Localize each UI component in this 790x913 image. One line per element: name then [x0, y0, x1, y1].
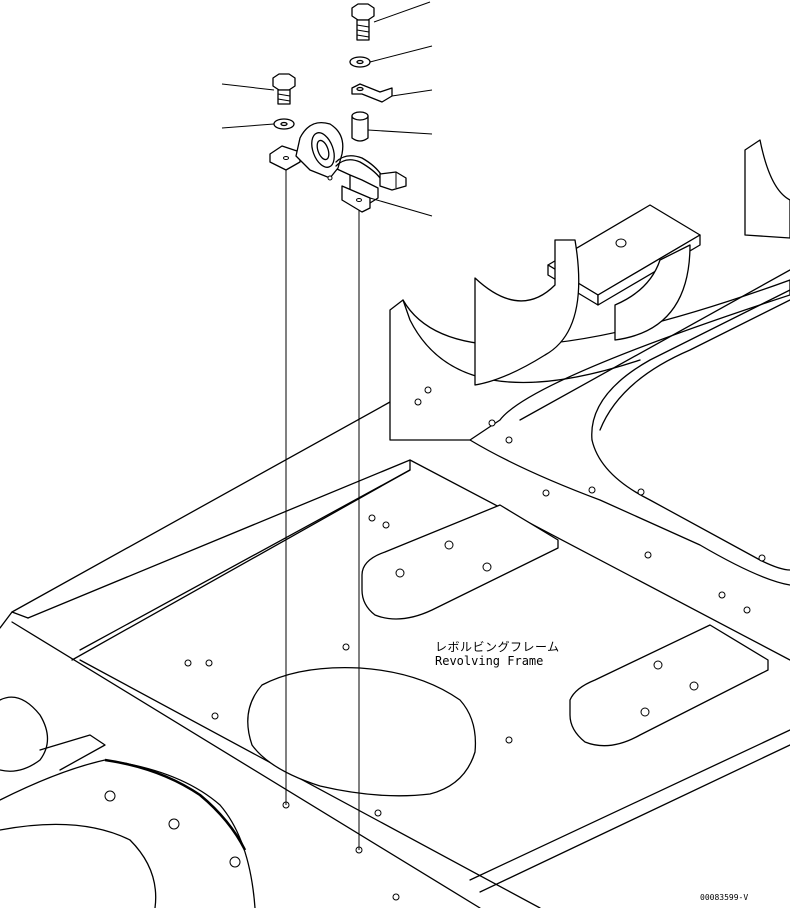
hex-bolt-upper — [351, 3, 375, 41]
spacer-sleeve — [351, 111, 369, 142]
revolving-frame-label-jp: レボルビングフレーム — [435, 640, 560, 654]
horn-assembly — [269, 121, 407, 213]
revolving-frame — [0, 139, 790, 909]
drawing-code: 00083599-V — [700, 893, 749, 902]
projection-lines — [285, 168, 360, 850]
hex-bolt-left — [272, 73, 296, 105]
revolving-frame-label-en: Revolving Frame — [435, 654, 544, 668]
leader-lines — [221, 1, 433, 217]
terminal-bracket — [351, 83, 393, 103]
frame-bolt-holes — [104, 238, 766, 901]
washer-left — [273, 118, 295, 130]
washer-upper — [349, 56, 371, 68]
